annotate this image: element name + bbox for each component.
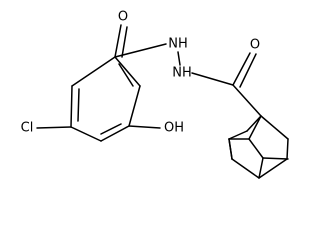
cage-bond-7 <box>260 115 289 140</box>
n-n-bond <box>177 51 181 66</box>
carbonyl-1-lower <box>121 26 128 58</box>
ring-bond-6 <box>71 56 116 87</box>
cage-bond-8 <box>248 138 264 159</box>
c-nh-bond <box>114 43 167 58</box>
ring-inner-bond-2 <box>100 123 122 135</box>
hydrazide-nh-2: NH <box>172 66 192 81</box>
carbonyl-1-upper <box>114 24 122 58</box>
cage-bond-6 <box>286 138 289 160</box>
carbonyl-2-right <box>239 53 257 88</box>
ring-bond-4 <box>70 126 102 142</box>
ring-inner-bond-3 <box>77 88 80 122</box>
cage-bond-11 <box>228 138 233 160</box>
cage-bond-13 <box>246 115 262 132</box>
ring-bond-1 <box>114 56 141 87</box>
amide-oxygen-2: O <box>250 38 260 53</box>
cage-bond-12 <box>228 130 248 140</box>
cage-bond-5 <box>258 158 288 179</box>
nh-c-bond <box>191 72 234 86</box>
c-adamantane-bond <box>232 84 262 117</box>
cage-bond-1 <box>248 115 262 140</box>
chlorine-substituent: Cl <box>21 121 34 136</box>
ring-bond-2 <box>128 85 141 127</box>
hydrazide-nh-1: NH <box>168 37 188 52</box>
carbonyl-2-left <box>232 52 251 86</box>
amide-oxygen-1: O <box>118 10 128 25</box>
c-cl-bond <box>36 126 72 129</box>
atom-labels: O NH O NH Cl OH <box>21 10 260 136</box>
c-oh-bond <box>128 125 161 129</box>
hydroxyl-group: OH <box>164 121 184 136</box>
cage-bond-9 <box>262 157 289 160</box>
molecule-diagram: O NH O NH Cl OH <box>21 10 289 179</box>
ring-bond-5 <box>70 85 73 128</box>
ring-inner-bond-1 <box>118 63 134 87</box>
structure-drawing: O NH O NH Cl OH <box>21 10 289 179</box>
cage-bond-10 <box>258 157 264 179</box>
ring-bond-3 <box>100 125 130 142</box>
bond-lines <box>36 24 289 179</box>
cage-bond-4 <box>231 158 260 179</box>
